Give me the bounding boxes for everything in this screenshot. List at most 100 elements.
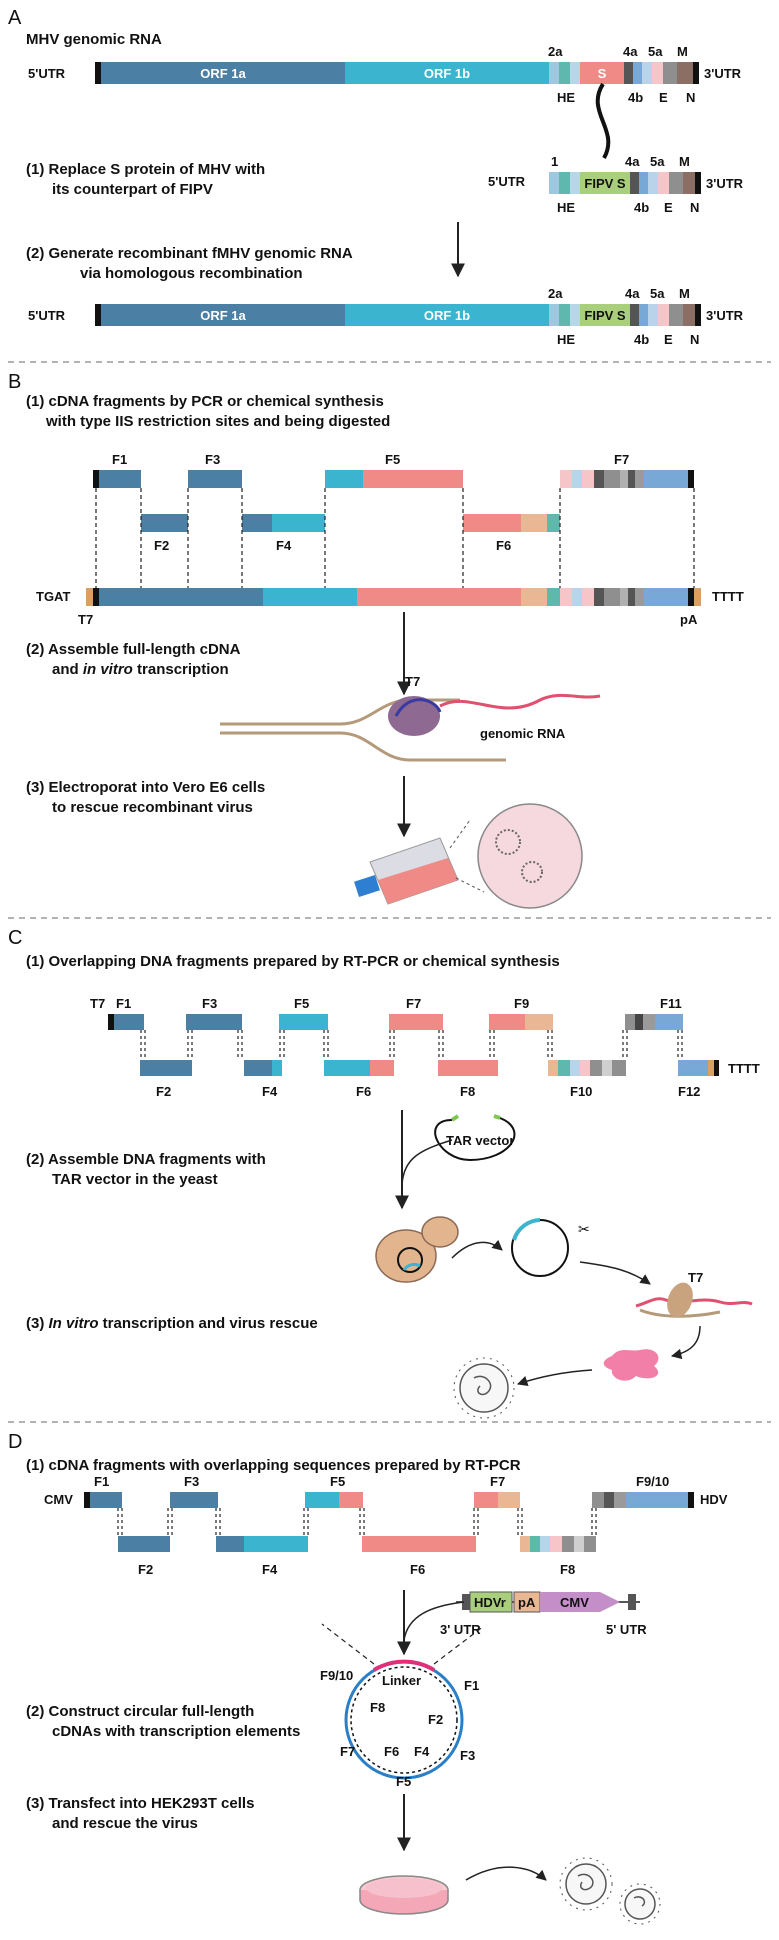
d-fragment-f3 [170, 1492, 218, 1508]
d-circle-f8: F8 [370, 1700, 385, 1715]
b-fragment-f7 [644, 470, 688, 488]
donor-gene-4b-label: 4b [634, 200, 649, 215]
c-fragment-f5 [279, 1014, 328, 1030]
c-fragment-f7 [389, 1014, 443, 1030]
b-fragment-f4a [242, 514, 272, 532]
c-plasmid: ✂ [511, 1218, 590, 1277]
b-t7-polymerase [388, 696, 440, 736]
d-transcription-cassette: HDVr pA CMV 3' UTR 5' UTR [440, 1591, 647, 1637]
rec-gene-m-label: M [679, 286, 690, 301]
a-step2-line2: via homologous recombination [80, 265, 303, 282]
c-fragment-f6b [370, 1060, 394, 1076]
b-step1-line2: with type IIS restriction sites and bein… [45, 413, 390, 430]
c-label-f9: F9 [514, 996, 529, 1011]
b-label-f1: F1 [112, 452, 127, 467]
b-fragment-f3 [188, 470, 242, 488]
b-t7-polymerase-label: T7 [405, 674, 420, 689]
gene-n-label: N [686, 90, 695, 105]
donor-gene-e-label: E [664, 200, 673, 215]
c-label-f6: F6 [356, 1084, 371, 1099]
utr5-label: 5'UTR [28, 66, 66, 81]
d-fragment-f2 [118, 1536, 170, 1552]
d-step2-line2: cDNAs with transcription elements [52, 1723, 300, 1740]
c-t7-label: T7 [90, 996, 105, 1011]
d-step3-line2: and rescue the virus [52, 1815, 198, 1832]
b-label-f4: F4 [276, 538, 292, 553]
s-label: S [598, 66, 607, 81]
c-tttt-label: TTTT [728, 1061, 760, 1076]
d-virion-small [619, 1883, 661, 1925]
c-fragment-f1 [114, 1014, 144, 1030]
c-fragment-f2 [140, 1060, 192, 1076]
rec-gene-e-label: E [664, 332, 673, 347]
d-circle-f7: F7 [340, 1744, 355, 1759]
c-fragment-f8 [438, 1060, 498, 1076]
c-fragment-f9b [525, 1014, 553, 1030]
rec-gene-4b-label: 4b [634, 332, 649, 347]
fipv-donor-row: 5'UTR FIPV S 3'UTR 1 4a 5a M HE 4b E N [488, 154, 744, 215]
d-label-f9-10: F9/10 [636, 1474, 669, 1489]
fipv-s-label: FIPV S [584, 176, 626, 191]
c-tar-label: TAR vector [446, 1133, 514, 1148]
d-circle-f1: F1 [464, 1678, 479, 1693]
d-fragment-f4b [244, 1536, 308, 1552]
rec-gene-5a-label: 5a [650, 286, 665, 301]
b-step2-line1: (2) Assemble full-length cDNA [26, 641, 241, 658]
c-label-f7: F7 [406, 996, 421, 1011]
d-fragment-f7b [498, 1492, 520, 1508]
c-label-f2: F2 [156, 1084, 171, 1099]
d-step3-line1: (3) Transfect into HEK293T cells [26, 1795, 254, 1812]
b-fragment-f5a [325, 470, 363, 488]
panel-a-letter: A [8, 7, 22, 29]
c-step1-line1: (1) Overlapping DNA fragments prepared b… [26, 953, 560, 970]
orf1a-label: ORF 1a [200, 66, 246, 81]
b-fragment-f5b [363, 470, 463, 488]
b-step3-line1: (3) Electroporat into Vero E6 cells [26, 779, 265, 796]
c-step3: (3) In vitro transcription and virus res… [26, 1315, 318, 1332]
b-fragment-f1 [99, 470, 141, 488]
d-circular-cdna: Linker F1 F2 F3 F4 F5 F6 F7 F8 F9/10 [320, 1623, 485, 1789]
b-assembled-cdna: TGAT TTTT T7 pA [36, 588, 744, 627]
b-tttt-label: TTTT [712, 589, 744, 604]
c-yeast-cell [375, 1216, 459, 1283]
b-fragment-f6b [521, 514, 547, 532]
rec-gene-4a-label: 4a [625, 286, 640, 301]
c-arrow-4 [670, 1325, 701, 1360]
utr3-label: 3'UTR [704, 66, 742, 81]
c-label-f10: F10 [570, 1084, 592, 1099]
donor-utr3-label: 3'UTR [706, 176, 744, 191]
c-label-f8: F8 [460, 1084, 475, 1099]
orf1b-label: ORF 1b [424, 66, 470, 81]
d-label-f7: F7 [490, 1474, 505, 1489]
d-label-f8: F8 [560, 1562, 575, 1577]
d-overlap-lines [117, 1508, 597, 1536]
b-t7-label: T7 [78, 612, 93, 627]
b-fragment-f4b [272, 514, 325, 532]
b-tgat-label: TGAT [36, 589, 70, 604]
c-t7-polymerase-label: T7 [688, 1270, 703, 1285]
d-cassette-pa-label: pA [518, 1595, 536, 1610]
rec-orf1a-label: ORF 1a [200, 308, 246, 323]
c-overlap-lines [140, 1030, 683, 1060]
a-step1-line1: (1) Replace S protein of MHV with [26, 161, 265, 178]
b-step2-line2: and in vitro transcription [52, 661, 229, 678]
d-cassette-cmv-label: CMV [560, 1595, 589, 1610]
c-label-f12: F12 [678, 1084, 700, 1099]
b-fragment-f2 [141, 514, 188, 532]
c-transcription: T7 [635, 1270, 753, 1318]
s-gene-block [580, 62, 624, 84]
donor-gene-4a-label: 4a [625, 154, 640, 169]
gene-e-label: E [659, 90, 668, 105]
d-hdvr-label: HDVr [474, 1595, 506, 1610]
d-utr5-label: 5' UTR [606, 1622, 647, 1637]
d-label-f3: F3 [184, 1474, 199, 1489]
panel-a-title: MHV genomic RNA [26, 31, 162, 48]
gene-4b-label: 4b [628, 90, 643, 105]
c-virion [453, 1357, 515, 1419]
c-step2-line2: TAR vector in the yeast [52, 1171, 218, 1188]
donor-gene-5a-label: 5a [650, 154, 665, 169]
c-fragment-f11 [655, 1014, 683, 1030]
donor-utr5-label: 5'UTR [488, 174, 526, 189]
d-fragment-f8 [584, 1536, 596, 1552]
gene-he-label: HE [557, 90, 575, 105]
